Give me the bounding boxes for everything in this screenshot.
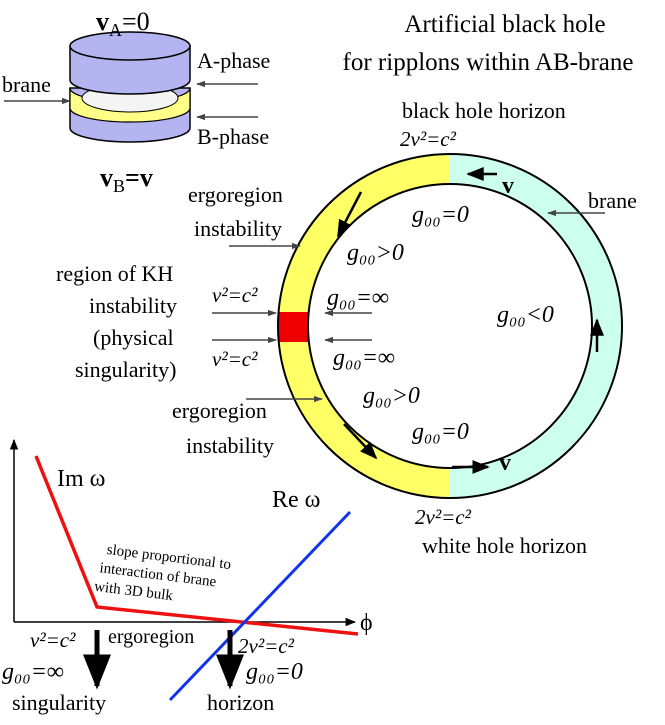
ergo-bottom-line2: instability bbox=[186, 433, 274, 458]
ergo-bottom-line1: ergoregion bbox=[172, 398, 267, 423]
phi-axis-label: ϕ bbox=[360, 610, 373, 636]
title-line2: for ripplons within AB-brane bbox=[343, 49, 634, 76]
black-hole-horizon-label: black hole horizon bbox=[402, 98, 566, 123]
g00-zero-top: g₀₀=0 bbox=[412, 202, 469, 228]
v2c2-bottom-label: v²=c² bbox=[212, 347, 258, 371]
g00-infinite-bottom: g₀₀=∞ bbox=[333, 345, 395, 371]
im-omega-label: Im ω bbox=[57, 466, 105, 492]
re-omega-label: Re ω bbox=[272, 487, 320, 513]
ring-left-yellow bbox=[278, 154, 450, 498]
vb-label: vB=v bbox=[100, 163, 153, 196]
horizon-top-condition: 2v²=c² bbox=[400, 127, 457, 151]
ring-right-mint bbox=[450, 154, 622, 498]
kh-label-line3: (physical bbox=[93, 325, 174, 350]
g00-infinite-top: g₀₀=∞ bbox=[327, 285, 389, 311]
flow-arrow-upper-left bbox=[336, 191, 363, 238]
b-phase-label: B-phase bbox=[197, 124, 269, 149]
graph-ergoregion-label: ergoregion bbox=[108, 626, 194, 648]
kh-label-line4: singularity) bbox=[75, 357, 176, 382]
re-omega-line bbox=[168, 510, 352, 702]
title-line1: Artificial black hole bbox=[404, 11, 605, 38]
a-phase-label: A-phase bbox=[197, 48, 270, 73]
kh-label-line2: instability bbox=[89, 293, 177, 318]
v2c2-top-label: v²=c² bbox=[212, 283, 258, 307]
brane-cylinder bbox=[69, 31, 191, 143]
graph-v2c2-label: v²=c² bbox=[30, 628, 76, 652]
horizon-bottom-condition: 2v²=c² bbox=[415, 505, 472, 529]
va-label: vA=0 bbox=[96, 7, 150, 40]
flow-arrow-lower-left bbox=[343, 423, 378, 460]
horizon-label: horizon bbox=[207, 690, 274, 715]
g00-positive-top: g₀₀>0 bbox=[347, 240, 404, 266]
im-omega-curve bbox=[34, 455, 359, 636]
ergo-top-line2: instability bbox=[194, 216, 282, 241]
graph-g00-infinite-label: g₀₀=∞ bbox=[2, 659, 64, 685]
ergo-top-line1: ergoregion bbox=[188, 182, 283, 207]
velocity-bottom-label: v bbox=[499, 450, 511, 476]
graph-g00-zero-label: g₀₀=0 bbox=[246, 659, 303, 685]
kh-label-line1: region of KH bbox=[56, 261, 173, 286]
g00-negative: g₀₀<0 bbox=[497, 302, 554, 328]
slope-annotation: slope proportional to interaction of bra… bbox=[93, 542, 232, 604]
singularity-label: singularity bbox=[12, 690, 106, 715]
ring-brane-label: brane bbox=[588, 188, 637, 213]
graph-2v2c2-label: 2v²=c² bbox=[238, 634, 295, 658]
g00-positive-bottom: g₀₀>0 bbox=[363, 383, 420, 409]
ergoregion-ring bbox=[277, 153, 623, 499]
inset-brane-label: brane bbox=[2, 72, 51, 97]
velocity-top-label: v bbox=[502, 173, 514, 199]
cylinder-top-disk bbox=[69, 31, 191, 61]
white-hole-horizon-label: white hole horizon bbox=[422, 533, 587, 558]
ring-outer-edge bbox=[277, 153, 623, 499]
g00-zero-bottom: g₀₀=0 bbox=[412, 419, 469, 445]
